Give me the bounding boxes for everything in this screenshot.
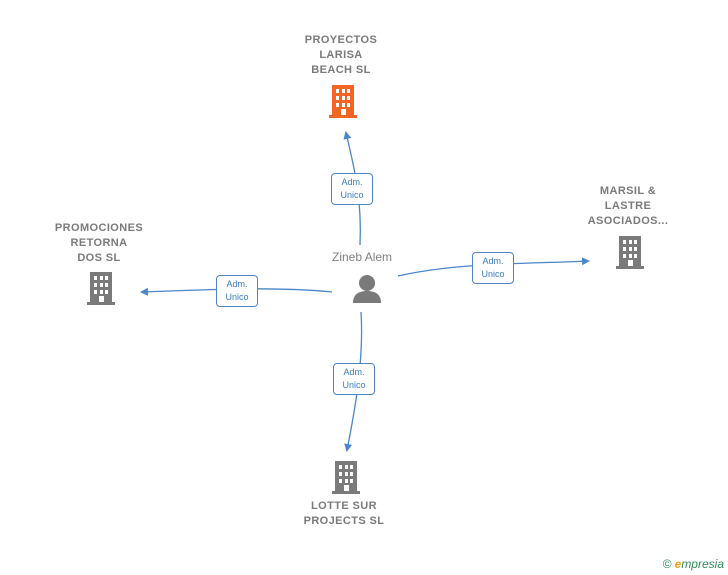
brand-footer[interactable]: ©empresia	[663, 557, 724, 571]
role-label: Unico	[342, 380, 366, 390]
brand-logo-text: mpresia	[681, 557, 724, 571]
company-label-top[interactable]: PROYECTOS LARISA BEACH SL	[281, 33, 401, 78]
role-box-left[interactable]: Adm. Unico	[216, 275, 258, 307]
role-box-bottom[interactable]: Adm. Unico	[333, 363, 375, 395]
role-box-right[interactable]: Adm. Unico	[472, 252, 514, 284]
company-label-line: MARSIL &	[599, 185, 657, 197]
company-label-left[interactable]: PROMOCIONES RETORNA DOS SL	[39, 221, 159, 266]
company-label-line: BEACH SL	[311, 64, 371, 76]
company-label-line: LASTRE	[604, 200, 652, 212]
copyright-symbol: ©	[662, 557, 672, 571]
building-icon-top[interactable]	[329, 85, 357, 118]
role-label: Unico	[225, 292, 249, 302]
company-label-line: LOTTE SUR	[311, 500, 377, 512]
company-label-line: LARISA	[319, 49, 363, 61]
brand-logo-letter: e	[674, 557, 682, 571]
role-label: Adm.	[226, 279, 248, 289]
role-label: Adm.	[482, 256, 504, 266]
role-label: Unico	[340, 190, 364, 200]
company-label-line: PROJECTS SL	[303, 515, 385, 527]
building-icon-right[interactable]	[616, 236, 644, 269]
role-label: Unico	[481, 269, 505, 279]
company-label-line: PROYECTOS	[304, 34, 378, 46]
person-name[interactable]: Zineb Alem	[332, 250, 393, 264]
role-box-top[interactable]: Adm. Unico	[331, 173, 373, 205]
company-label-bottom[interactable]: LOTTE SUR PROJECTS SL	[284, 499, 404, 529]
company-label-line: PROMOCIONES	[54, 222, 144, 234]
company-label-line: DOS SL	[77, 252, 121, 264]
role-label: Adm.	[341, 177, 363, 187]
role-label: Adm.	[343, 367, 365, 377]
company-label-right[interactable]: MARSIL & LASTRE ASOCIADOS...	[568, 184, 688, 229]
company-label-line: ASOCIADOS...	[587, 215, 669, 227]
building-icon-bottom[interactable]	[332, 461, 360, 494]
building-icon-left[interactable]	[87, 272, 115, 305]
person-icon[interactable]	[353, 275, 381, 303]
company-label-line: RETORNA	[70, 237, 128, 249]
